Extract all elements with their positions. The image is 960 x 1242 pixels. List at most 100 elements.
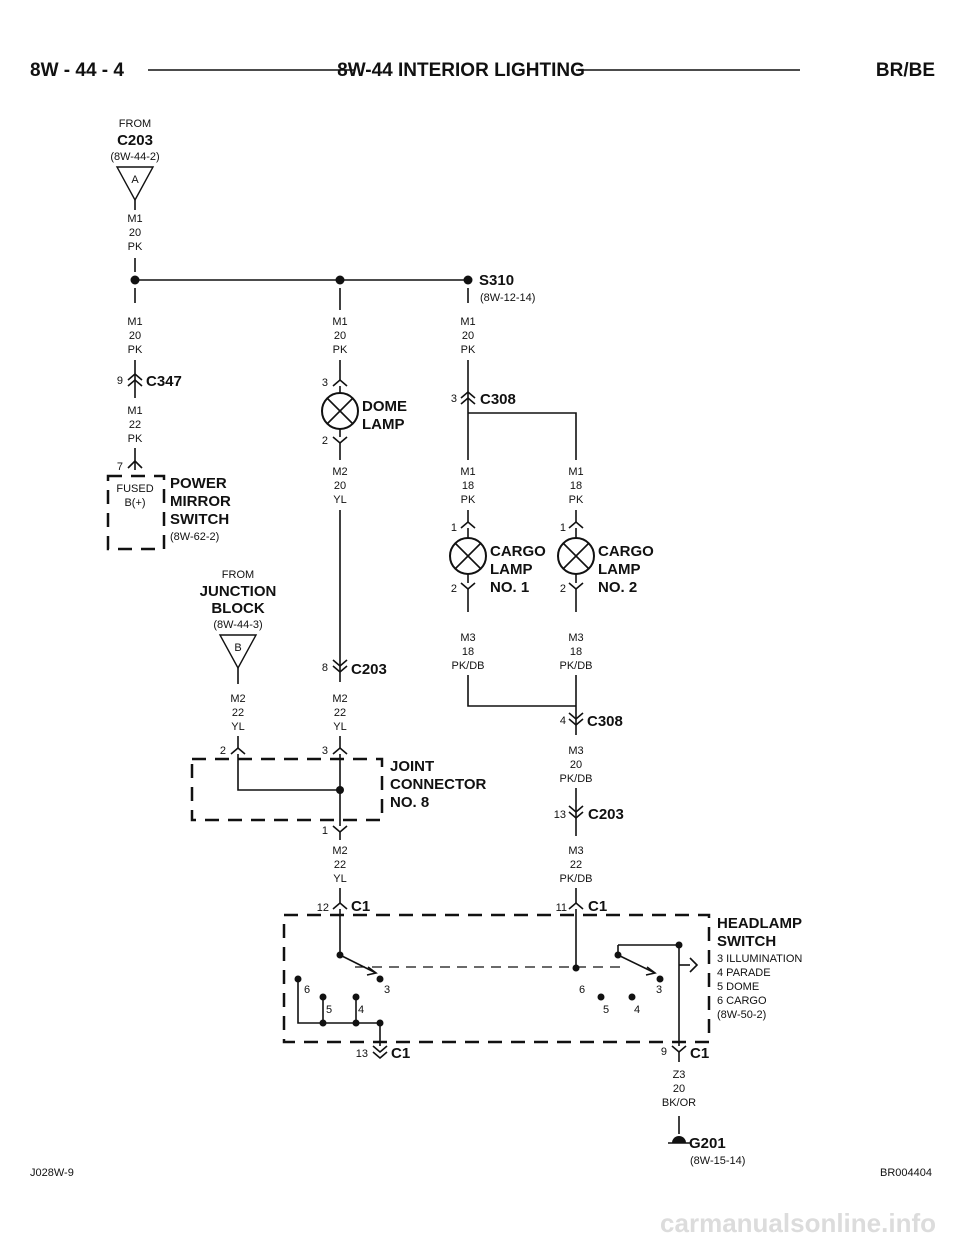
- junction-block-source: FROM JUNCTION BLOCK (8W-44-3) B M2 22 YL: [200, 569, 276, 748]
- connector-c347-icon: [127, 372, 143, 381]
- wire-gauge: 20: [673, 1083, 685, 1095]
- connector-label: C308: [480, 391, 516, 408]
- pin-number: 1: [560, 522, 566, 534]
- component-name: LAMP: [362, 416, 405, 433]
- contact-4-label: 4: [358, 1004, 364, 1016]
- diagram-code: BR004404: [880, 1167, 932, 1179]
- wire-code: M1: [127, 405, 142, 417]
- wire-gauge: 18: [462, 480, 474, 492]
- page-reference: (8W-15-14): [690, 1155, 745, 1167]
- wire-code: M3: [568, 845, 583, 857]
- page-number: 8W - 44 - 4: [30, 60, 124, 81]
- source-triangle-icon: [115, 166, 155, 202]
- pin-number: 9: [661, 1046, 667, 1058]
- wire-code: M2: [230, 693, 245, 705]
- connector-c308-icon: [460, 390, 476, 399]
- pin-number: 13: [356, 1048, 368, 1060]
- splice-s310-dot: [463, 275, 473, 285]
- pin-number: 2: [322, 435, 328, 447]
- joint-connector-8: 2 3 JOINT CONNECTOR NO. 8 1 M2 22 YL: [190, 745, 487, 903]
- pin-number: 4: [560, 715, 566, 727]
- connector-label: C1: [690, 1045, 709, 1062]
- pin-number: 3: [322, 377, 328, 389]
- splice-id: S310: [479, 272, 514, 289]
- pin-number: 13: [554, 809, 566, 821]
- wire-gauge: 20: [462, 330, 474, 342]
- pk-bus: S310 (8W-12-14): [130, 272, 535, 304]
- wire-code: M3: [568, 632, 583, 644]
- connector-c308-lower-icon: [568, 712, 584, 721]
- wire-gauge: 22: [334, 859, 346, 871]
- contact-6-label: 6: [579, 984, 585, 996]
- wire-color: PK/DB: [451, 660, 484, 672]
- cargo-lamp-branch: M1 20 PK 3 C308 M1 18 PK 1 CARGO LAMP NO…: [449, 288, 654, 903]
- component-name: MIRROR: [170, 493, 231, 510]
- wire-color: PK/DB: [559, 873, 592, 885]
- pin-2-terminal-icon: [332, 436, 348, 445]
- connector-label: C203: [588, 806, 624, 823]
- legend-item: 4 PARADE: [717, 967, 771, 979]
- pin-13-terminal-icon: [372, 1045, 388, 1054]
- pin-2-terminal-icon: [568, 582, 584, 591]
- pin-label: B: [234, 642, 241, 654]
- pin-number: 7: [117, 461, 123, 473]
- connector-label: C1: [588, 898, 607, 915]
- wire-gauge: 22: [129, 419, 141, 431]
- component-name: LAMP: [598, 561, 641, 578]
- wire-color: PK: [333, 344, 348, 356]
- connector-c203-lower-icon: [568, 805, 584, 814]
- connector-label: C347: [146, 373, 182, 390]
- component-name: SWITCH: [170, 511, 229, 528]
- headlamp-switch-box: [282, 913, 711, 1044]
- component-name: CONNECTOR: [390, 776, 487, 793]
- component-name: JOINT: [390, 758, 434, 775]
- pin-1-terminal-icon: [332, 825, 348, 834]
- legend-item: 3 ILLUMINATION: [717, 953, 802, 965]
- pin-1-terminal-icon: [568, 520, 584, 529]
- wire-code: M1: [460, 316, 475, 328]
- contact-6-label: 6: [304, 984, 310, 996]
- component-name: NO. 1: [490, 579, 529, 596]
- splice-dot-left: [130, 275, 140, 285]
- contact-4-label: 4: [634, 1004, 640, 1016]
- watermark: carmanualsonline.info: [660, 1208, 936, 1238]
- page-reference: (8W-62-2): [170, 531, 219, 543]
- wire-color: PK/DB: [559, 660, 592, 672]
- connector-label: C203: [117, 132, 153, 149]
- page-reference: (8W-50-2): [717, 1009, 766, 1021]
- pin-1-terminal-icon: [460, 520, 476, 529]
- component-name: DOME: [362, 398, 407, 415]
- wire-gauge: 20: [129, 227, 141, 239]
- wire-code: M1: [127, 213, 142, 225]
- pin-number: 2: [451, 583, 457, 595]
- wire-color: PK: [128, 344, 143, 356]
- pin-number: 9: [117, 375, 123, 387]
- connector-label: C203: [351, 661, 387, 678]
- wire-code: M2: [332, 845, 347, 857]
- component-name: CARGO: [598, 543, 654, 560]
- pin-2-terminal-icon: [460, 582, 476, 591]
- joint-connector-box: [190, 757, 384, 822]
- page-title: 8W-44 INTERIOR LIGHTING: [337, 60, 585, 81]
- wire-color: PK: [461, 494, 476, 506]
- from-c203-source: FROM C203 (8W-44-2) A M1 20 PK: [110, 118, 160, 272]
- dome-lamp-branch: M1 20 PK 3 DOME LAMP 2 M2 20 YL 8 C203 M…: [321, 288, 407, 748]
- wire-gauge: 20: [334, 480, 346, 492]
- pin-3-terminal-icon: [332, 746, 348, 755]
- contact-3-label: 3: [656, 984, 662, 996]
- pin-number: 3: [451, 393, 457, 405]
- wire-code: Z3: [673, 1069, 686, 1081]
- splice-reference: (8W-12-14): [480, 292, 535, 304]
- wire-color: YL: [333, 494, 346, 506]
- joint-node-dot: [336, 786, 344, 794]
- pin-number: 2: [560, 583, 566, 595]
- wire-color: PK: [128, 241, 143, 253]
- wire-code: M3: [460, 632, 475, 644]
- wire-color: PK: [569, 494, 584, 506]
- wire-color: YL: [333, 721, 346, 733]
- source-triangle-icon: [218, 634, 258, 670]
- ground-g201: Z3 20 BK/OR G201 (8W-15-14): [662, 1052, 745, 1167]
- wire-color: BK/OR: [662, 1097, 696, 1109]
- connector-label: C1: [391, 1045, 410, 1062]
